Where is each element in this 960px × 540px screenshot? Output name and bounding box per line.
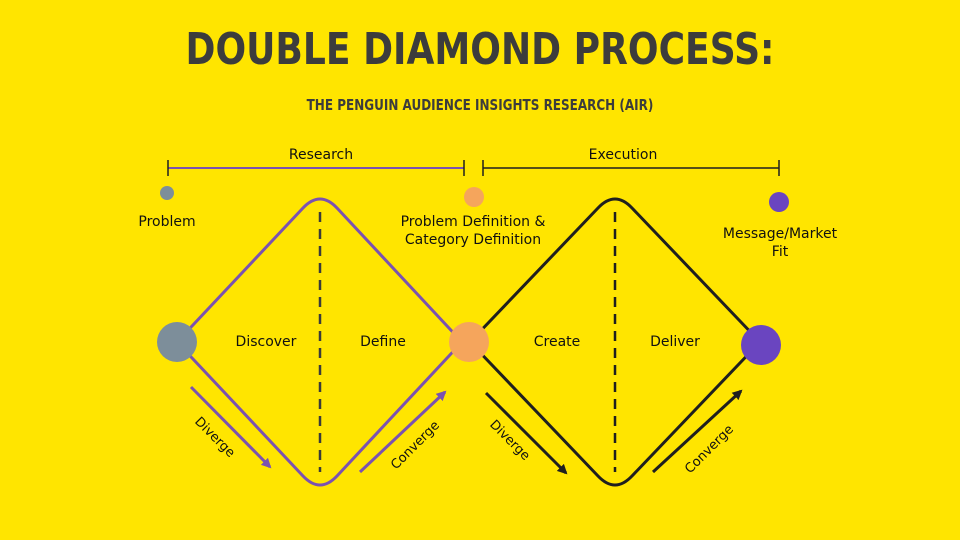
execution-bracket bbox=[482, 160, 780, 176]
stage-define: Define bbox=[360, 334, 406, 350]
execution-phase-label: Execution bbox=[588, 147, 658, 163]
diverge-arrow-1 bbox=[189, 385, 272, 469]
converge-arrow-2 bbox=[651, 389, 743, 474]
diverge-label-1: Diverge bbox=[191, 414, 237, 460]
problem-small-dot bbox=[160, 186, 174, 200]
converge-label-2: Converge bbox=[682, 422, 737, 477]
definition-small-dot bbox=[464, 187, 484, 207]
research-bracket bbox=[167, 160, 465, 176]
problem-label: Problem bbox=[138, 214, 196, 230]
research-phase-label: Research bbox=[288, 147, 354, 163]
stage-discover: Discover bbox=[235, 334, 297, 350]
fit-label-line2: Fit bbox=[771, 244, 789, 260]
page-title: DOUBLE DIAMOND PROCESS: bbox=[185, 24, 775, 75]
fit-small-dot bbox=[769, 192, 789, 212]
diverge-label-2: Diverge bbox=[486, 417, 532, 463]
fit-node bbox=[741, 325, 781, 365]
definition-label-line2: Category Definition bbox=[404, 232, 542, 248]
definition-label-line1: Problem Definition & bbox=[400, 214, 546, 230]
converge-arrow-1 bbox=[358, 390, 447, 474]
stage-create: Create bbox=[533, 334, 581, 350]
diverge-arrow-2 bbox=[484, 391, 568, 475]
definition-node bbox=[449, 322, 489, 362]
converge-label-1: Converge bbox=[388, 418, 443, 473]
fit-label-line1: Message/Market bbox=[722, 226, 838, 242]
problem-node bbox=[157, 322, 197, 362]
stage-deliver: Deliver bbox=[650, 334, 700, 350]
page-subtitle: THE PENGUIN AUDIENCE INSIGHTS RESEARCH (… bbox=[306, 96, 654, 114]
